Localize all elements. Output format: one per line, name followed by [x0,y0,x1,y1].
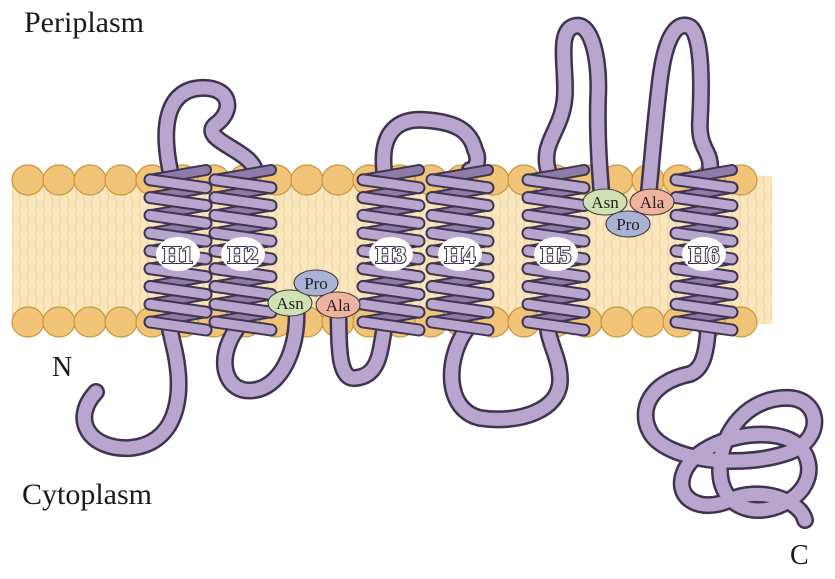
helix-5: H5 [528,170,584,330]
lipid-head [105,307,137,337]
lipid-head [291,165,323,195]
c-terminus-label: C [790,540,809,572]
helix-4: H4 [432,170,488,330]
helix-label-text: H6 [689,243,720,269]
cytoplasm-label: Cytoplasm [22,478,152,512]
helix-label-text: H5 [541,243,572,269]
helix-3: H3 [363,170,419,330]
helix-label-text: H4 [445,243,476,269]
residue-label: Pro [304,274,328,293]
residue-label: Ala [640,193,665,212]
helix-label-text: H1 [163,243,194,269]
residue-label: Pro [616,215,640,234]
n-terminal-tail [84,330,178,448]
loop-h3-h4 [383,120,477,170]
c-terminal-tail [646,330,815,520]
n-terminus-label: N [52,352,72,384]
lipid-head [12,165,44,195]
periplasm-label: Periplasm [24,6,144,40]
helix-label-text: H2 [228,243,259,269]
lipid-head [74,165,106,195]
lipid-head [322,165,354,195]
lipid-head [632,307,664,337]
helix-label-text: H3 [376,243,407,269]
residue-label: Asn [591,193,619,212]
lipid-head [601,307,633,337]
lipid-head [43,307,75,337]
lipid-head [105,165,137,195]
helix-1: H1 [150,170,206,330]
lipid-head [12,307,44,337]
lipid-head [74,307,106,337]
helix-6: H6 [676,170,732,330]
loop-h1-h2 [166,88,255,170]
loop-h4-h5 [452,330,560,419]
lipid-head [43,165,75,195]
residue-label: Ala [326,296,351,315]
helix-2: H2 [215,170,271,330]
residue-label: Asn [276,294,304,313]
